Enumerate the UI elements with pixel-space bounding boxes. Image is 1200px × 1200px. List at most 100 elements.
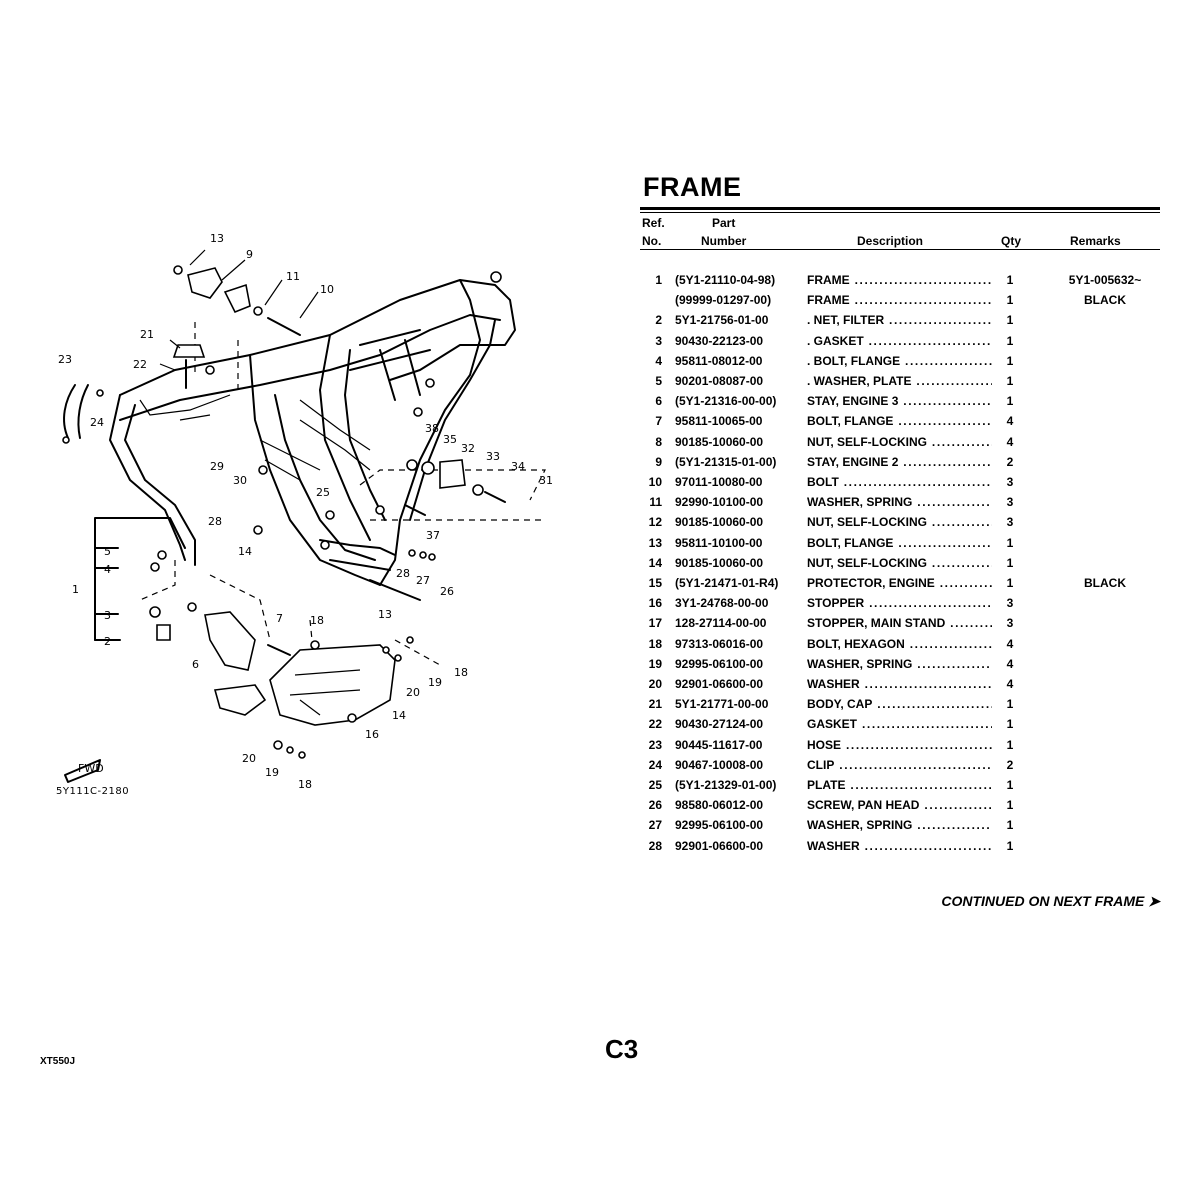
quantity: 1 (1006, 576, 1014, 590)
callout: 30 (233, 474, 247, 487)
leader-dots: ........................................ (924, 798, 992, 813)
leader-dots: ........................................ (898, 535, 992, 550)
quantity: 1 (1006, 697, 1014, 712)
description: WASHER, SPRING (807, 656, 913, 671)
ref-number: 24 (648, 757, 662, 772)
quantity: 1 (1006, 333, 1014, 348)
leader-dots: ........................................ (905, 353, 992, 368)
leader-dots: ........................................ (931, 434, 992, 449)
description: STAY, ENGINE 3 (807, 394, 899, 409)
description: PROTECTOR, ENGINE (807, 576, 935, 590)
ref-number: 2 (655, 313, 662, 328)
header-part-line1: Part (712, 216, 736, 230)
leader-dots: ........................................ (864, 838, 992, 853)
callout: 16 (365, 728, 379, 741)
remarks: BLACK (1084, 293, 1126, 308)
description-cell: STAY, ENGINE 3 .........................… (807, 394, 992, 408)
leader-dots: ........................................ (939, 576, 992, 590)
description-cell: STOPPER, MAIN STAND ....................… (807, 616, 992, 630)
part-number: (5Y1-21110-04-98) (675, 273, 776, 287)
remarks: BLACK (1084, 576, 1126, 590)
ref-number: 19 (648, 656, 662, 671)
callout: 14 (392, 709, 406, 722)
ref-number: 1 (655, 273, 662, 287)
remarks: 5Y1-005632~ (1068, 273, 1142, 287)
leader-dots: ........................................ (903, 394, 992, 409)
part-number: 3Y1-24768-00-00 (675, 596, 769, 611)
part-number: 90430-22123-00 (675, 333, 764, 348)
description: NUT, SELF-LOCKING (807, 555, 927, 570)
description: SCREW, PAN HEAD (807, 798, 920, 813)
description: . BOLT, FLANGE (807, 353, 901, 368)
description-cell: BOLT, HEXAGON ..........................… (807, 637, 992, 651)
table-row: 1 (5Y1-21110-04-98) FRAME ................… (640, 273, 1160, 293)
part-number: 90430-27124-00 (675, 717, 764, 732)
description: BODY, CAP (807, 697, 873, 712)
quantity: 3 (1006, 475, 1014, 489)
description-cell: . GASKET ...............................… (807, 334, 992, 348)
description-cell: FRAME ..................................… (807, 273, 992, 287)
ref-number: 17 (648, 616, 662, 631)
description-cell: NUT, SELF-LOCKING ......................… (807, 556, 992, 570)
leader-dots: ........................................ (864, 677, 992, 691)
description: WASHER (807, 838, 860, 853)
ref-number: 4 (655, 353, 662, 368)
leader-dots: ........................................ (917, 656, 992, 671)
description-cell: GASKET .................................… (807, 717, 992, 731)
callout: 24 (90, 416, 104, 429)
part-number: 90185-10060-00 (675, 434, 764, 449)
quantity: 1 (1006, 273, 1014, 287)
quantity: 1 (1006, 798, 1014, 813)
quantity: 4 (1006, 636, 1014, 651)
callout-labels: 13 9 11 10 21 22 23 24 29 30 28 25 38 35… (58, 232, 553, 791)
description: . WASHER, PLATE (807, 374, 912, 388)
quantity: 3 (1006, 596, 1014, 611)
diagram-code: 5Y111C-2180 (56, 786, 130, 797)
ref-number: 25 (648, 778, 662, 792)
part-number: 92901-06600-00 (675, 838, 764, 853)
part-number: (5Y1-21316-00-00) (675, 394, 777, 409)
quantity: 2 (1006, 757, 1014, 772)
callout: 18 (310, 614, 324, 627)
callout: 9 (246, 248, 253, 261)
table-row: 9(5Y1-21315-01-00)STAY, ENGINE 2 .......… (640, 455, 1160, 475)
quantity: 1 (1006, 818, 1014, 833)
ref-number: 27 (648, 818, 662, 833)
description-cell: BOLT, FLANGE ...........................… (807, 414, 992, 428)
callout: 21 (140, 328, 154, 341)
quantity: 2 (1006, 454, 1014, 469)
callout: 27 (416, 574, 430, 587)
part-number: 5Y1-21756-01-00 (675, 313, 769, 328)
description: NUT, SELF-LOCKING (807, 515, 927, 530)
description-cell: PROTECTOR, ENGINE ......................… (807, 576, 992, 590)
description-cell: NUT, SELF-LOCKING ......................… (807, 435, 992, 449)
ref-number: 21 (648, 697, 662, 712)
description: . NET, FILTER (807, 313, 885, 328)
quantity: 1 (1006, 313, 1014, 328)
quantity: 4 (1006, 414, 1014, 429)
quantity: 1 (1006, 717, 1014, 732)
leader-dots: ........................................ (889, 313, 992, 328)
part-number: 90445-11617-00 (675, 737, 763, 752)
lower-stay-parts (187, 525, 421, 671)
leader-dots: ........................................ (917, 495, 992, 510)
description: CLIP (807, 757, 835, 772)
leader-dots: ........................................ (877, 697, 992, 712)
description-cell: FRAME ..................................… (807, 293, 992, 307)
fwd-label: FWD (78, 762, 104, 775)
callout: 7 (276, 612, 283, 625)
callout: 33 (486, 450, 500, 463)
